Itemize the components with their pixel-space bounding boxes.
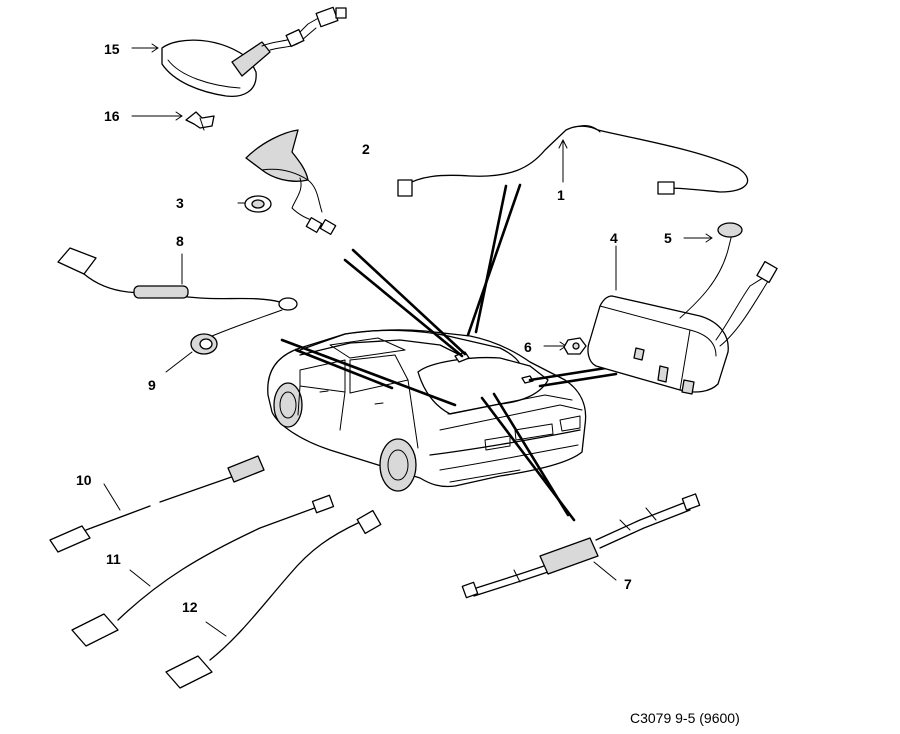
callout-2: 2 xyxy=(362,141,370,157)
part-1-cable xyxy=(397,125,749,197)
callout-12: 12 xyxy=(182,599,198,615)
leader-lines xyxy=(280,183,618,522)
part-3-grommet xyxy=(237,195,272,213)
part-7-inline-cable xyxy=(461,493,701,599)
part-15-antenna-housing xyxy=(161,6,347,98)
callout-4: 4 xyxy=(610,230,618,246)
callout-9: 9 xyxy=(148,377,156,393)
callout-15: 15 xyxy=(104,41,120,57)
part-11-cable xyxy=(71,494,335,647)
part-2-antenna-fin xyxy=(245,129,337,235)
part-8-filter-cable xyxy=(57,247,298,337)
callout-5: 5 xyxy=(664,230,672,246)
callout-3: 3 xyxy=(176,195,184,211)
part-4-amplifier xyxy=(587,222,778,395)
part-12-cable xyxy=(165,509,382,689)
diagram-caption: C3079 9-5 (9600) xyxy=(630,710,740,726)
part-9-grommet xyxy=(165,333,218,373)
callout-6: 6 xyxy=(524,339,532,355)
callout-11: 11 xyxy=(106,551,121,567)
callout-10: 10 xyxy=(76,472,92,488)
part-16-clip xyxy=(185,111,215,131)
callout-7: 7 xyxy=(624,576,632,592)
car-illustration xyxy=(267,329,587,492)
callout-8: 8 xyxy=(176,233,184,249)
pointers-5-6 xyxy=(543,233,713,355)
callout-1: 1 xyxy=(557,187,565,203)
callout-16: 16 xyxy=(104,108,120,124)
part-10-cable xyxy=(49,455,265,553)
pointers-15-16 xyxy=(131,43,183,121)
